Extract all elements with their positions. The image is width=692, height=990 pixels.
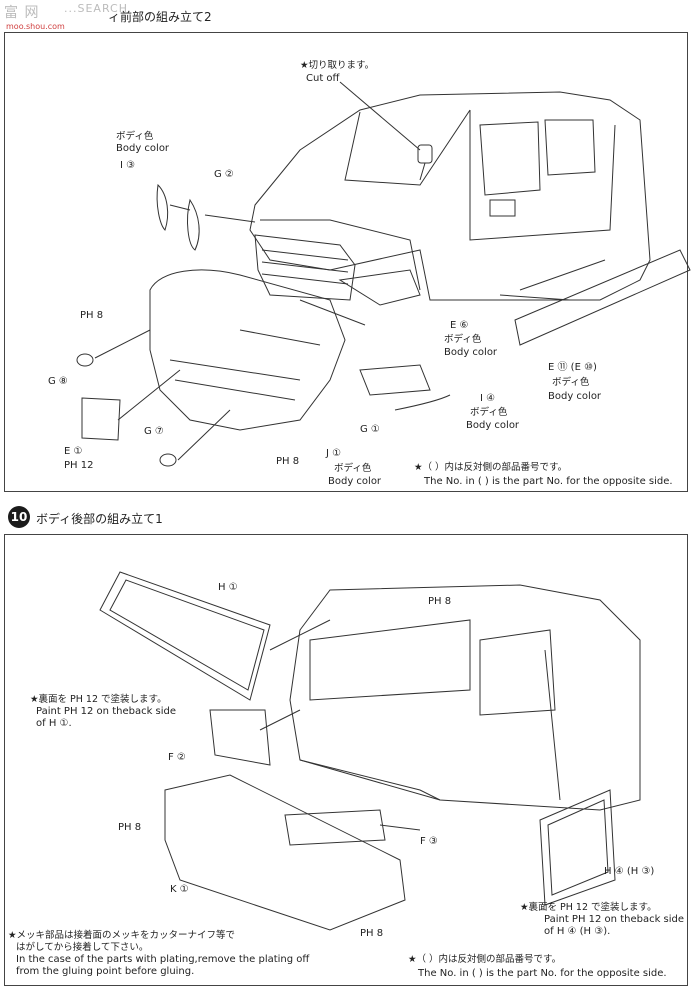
e11-color-en: Body color <box>548 391 602 402</box>
watermark-logo: 富 网 <box>4 5 40 21</box>
part-h1: H ① <box>218 582 238 593</box>
bottom-note-en: The No. in ( ) is the part No. for the o… <box>418 968 667 979</box>
part-i4: I ④ <box>480 393 496 404</box>
bottom-note-jp: ★（ ）内は反対側の部品番号です。 <box>408 954 562 965</box>
front-bumper <box>149 269 346 431</box>
rear-lamp-right <box>284 809 386 846</box>
i3-color-jp: ボディ色 <box>116 131 154 142</box>
part-k1: K ① <box>170 884 189 895</box>
part-g8: G ⑧ <box>48 376 68 387</box>
part-g7: G ⑦ <box>144 426 164 437</box>
paint-ph8-d: PH 8 <box>118 822 142 833</box>
top-note-jp: ★（ ）内は反対側の部品番号です。 <box>414 462 568 473</box>
paint-h4-en1: Paint PH 12 on theback side <box>544 914 685 925</box>
e6-color-en: Body color <box>444 347 498 358</box>
watermark-url: moo.shou.com <box>6 22 65 31</box>
part-h4: H ④ (H ③) <box>604 866 655 877</box>
step10-title: ボディ後部の組み立て1 <box>36 512 163 526</box>
paint-ph8-e: PH 8 <box>360 928 384 939</box>
paint-ph8-b: PH 8 <box>276 456 300 467</box>
e11-color-jp: ボディ色 <box>552 377 590 388</box>
step10-number: 10 <box>8 506 30 528</box>
paint-h4-jp: ★裏面を PH 12 で塗装します。 <box>520 902 657 913</box>
rear-bumper <box>164 774 406 931</box>
paint-h1-en2: of H ①. <box>36 718 72 729</box>
step9-title: ィ前部の組み立て2 <box>108 10 212 24</box>
rear-window <box>99 571 271 701</box>
part-i3: I ③ <box>120 160 136 171</box>
paint-ph8-a: PH 8 <box>80 310 104 321</box>
i4-color-jp: ボディ色 <box>470 407 508 418</box>
cut-off-label-en: Cut off <box>306 73 340 84</box>
watermark-site-text: ...SEARCH <box>64 2 128 15</box>
part-g2: G ② <box>214 169 234 180</box>
part-f3: F ③ <box>420 836 438 847</box>
rear-lamp-left <box>209 709 271 766</box>
paint-h1-jp: ★裏面を PH 12 で塗装します。 <box>30 694 167 705</box>
top-note-en: The No. in ( ) is the part No. for the o… <box>424 476 673 487</box>
e6-color-jp: ボディ色 <box>444 334 482 345</box>
part-e11: E ⑪ (E ⑩) <box>548 362 597 373</box>
plating-jp2: はがしてから接着して下さい。 <box>16 942 149 953</box>
van-front-body <box>249 91 651 301</box>
paint-ph8-c: PH 8 <box>428 596 452 607</box>
step9-panel <box>4 32 688 492</box>
part-e6: E ⑥ <box>450 320 469 331</box>
paint-ph12: PH 12 <box>64 460 94 471</box>
plating-en2: from the gluing point before gluing. <box>16 966 195 977</box>
part-g1: G ① <box>360 424 380 435</box>
j1-color-jp: ボディ色 <box>334 463 372 474</box>
step10-panel <box>4 534 688 986</box>
i4-color-en: Body color <box>466 420 520 431</box>
cut-off-label-jp: ★切り取ります。 <box>300 60 375 71</box>
paint-h4-en2: of H ④ (H ③). <box>544 926 611 937</box>
j1-color-en: Body color <box>328 476 382 487</box>
paint-h1-en1: Paint PH 12 on theback side <box>36 706 177 717</box>
i3-color-en: Body color <box>116 143 170 154</box>
side-window-h4 <box>539 789 616 906</box>
van-rear-body <box>289 584 641 811</box>
plating-en1: In the case of the parts with plating,re… <box>16 954 310 965</box>
part-e1: E ① <box>64 446 83 457</box>
plating-jp1: ★メッキ部品は接着面のメッキをカッターナイフ等で <box>8 930 236 941</box>
part-f2: F ② <box>168 752 186 763</box>
part-j1: J ① <box>326 448 342 459</box>
